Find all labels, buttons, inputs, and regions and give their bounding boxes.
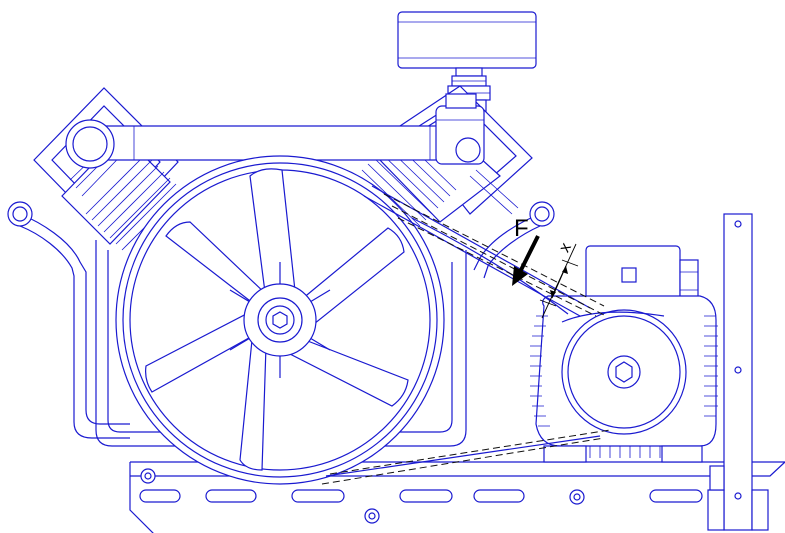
cooling-pipe-right (473, 201, 555, 279)
motor-pulley (561, 309, 687, 435)
frame-bolts (140, 468, 585, 524)
deflection-label: x (556, 240, 575, 255)
fan-blades (145, 168, 409, 471)
cooling-fins-right (361, 133, 519, 227)
force-label: F (514, 215, 529, 242)
deflection-dimension (539, 243, 579, 319)
flywheel-icon (115, 155, 445, 485)
cooling-pipe-left (7, 201, 130, 439)
belt-reference-lines (321, 193, 611, 485)
force-arrow (512, 235, 540, 286)
upright-support-icon (707, 213, 769, 531)
frame-slots (139, 489, 703, 503)
